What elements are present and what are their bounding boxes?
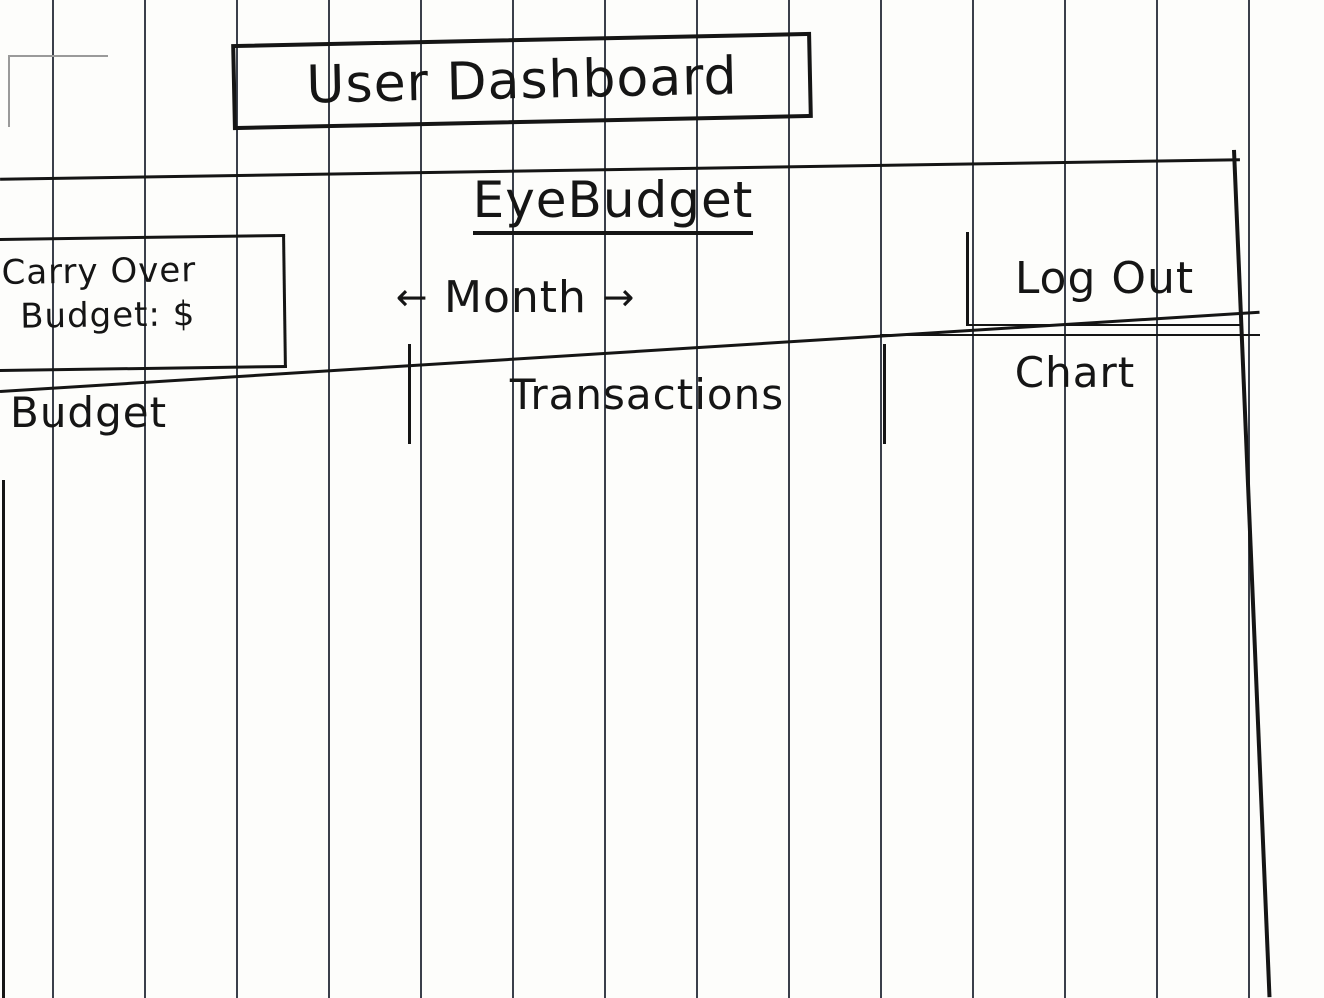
left-arrow-icon[interactable]: ← <box>395 275 429 319</box>
carry-over-budget-box: Carry Over Budget: $ <box>0 233 287 373</box>
tab-transactions[interactable]: Transactions <box>408 344 886 444</box>
tab-budget[interactable]: Budget <box>0 366 410 458</box>
carry-over-label: Carry Over <box>1 250 197 293</box>
brand-header: EyeBudget <box>388 168 838 238</box>
tab-chart[interactable]: Chart <box>890 330 1260 414</box>
tab-chart-label: Chart <box>1014 347 1136 397</box>
app-frame-left-border <box>2 480 5 998</box>
carry-over-budget-value: Budget: $ <box>19 294 196 337</box>
tab-budget-label: Budget <box>10 387 168 437</box>
corner-mark <box>8 55 108 127</box>
brand-title: EyeBudget <box>472 171 754 235</box>
page-title: User Dashboard <box>305 46 739 116</box>
logout-label: Log Out <box>1014 252 1195 304</box>
content-area <box>6 488 1230 998</box>
tab-transactions-label: Transactions <box>509 369 785 419</box>
page-title-box: User Dashboard <box>231 31 813 131</box>
month-navigator: ← Month → <box>390 262 750 332</box>
right-arrow-icon[interactable]: → <box>602 275 636 319</box>
month-label: Month <box>444 271 587 323</box>
logout-button[interactable]: Log Out <box>966 232 1240 326</box>
tab-row-top-border <box>880 334 1260 336</box>
